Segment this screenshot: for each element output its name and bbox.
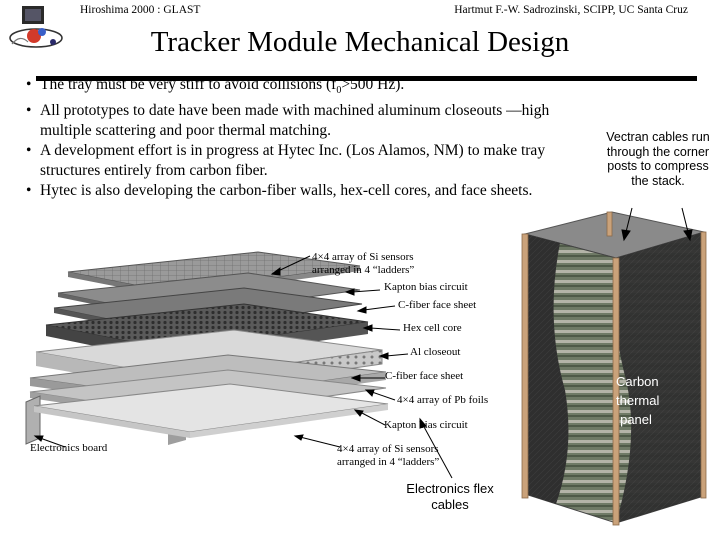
carbon-panel-label: Carbon thermal panel xyxy=(616,372,656,429)
bullet-item: A development effort is in progress at H… xyxy=(24,141,604,181)
label-cfiber-top: C-fiber face sheet xyxy=(398,299,476,312)
bullet-item: All prototypes to date have been made wi… xyxy=(24,101,604,141)
label-cfiber-bottom: C-fiber face sheet xyxy=(385,370,463,383)
label-electronics-flex-cables: Electronics flex cables xyxy=(400,481,500,513)
label-pb-foils: 4×4 array of Pb foils xyxy=(397,394,488,407)
tracker-tower-illustration xyxy=(500,195,720,530)
label-electronics-board: Electronics board xyxy=(30,442,107,455)
bullet-list: The tray must be very stiff to avoid col… xyxy=(24,75,604,201)
label-si-top: 4×4 array of Si sensors arranged in 4 “l… xyxy=(312,251,414,276)
label-kapton-bottom: Kapton bias circuit xyxy=(384,419,468,432)
label-hex-core: Hex cell core xyxy=(403,322,462,335)
header-right: Hartmut F.-W. Sadrozinski, SCIPP, UC San… xyxy=(454,4,688,16)
page-title: Tracker Module Mechanical Design xyxy=(0,26,720,59)
label-si-bottom: 4×4 array of Si sensors arranged in 4 “l… xyxy=(337,443,439,468)
label-kapton-top: Kapton bias circuit xyxy=(384,281,468,294)
vectran-note: Vectran cables run through the corner po… xyxy=(606,130,710,188)
label-al-closeout: Al closeout xyxy=(410,346,460,359)
header-left: Hiroshima 2000 : GLAST xyxy=(80,4,200,16)
bullet-item: The tray must be very stiff to avoid col… xyxy=(24,75,604,101)
